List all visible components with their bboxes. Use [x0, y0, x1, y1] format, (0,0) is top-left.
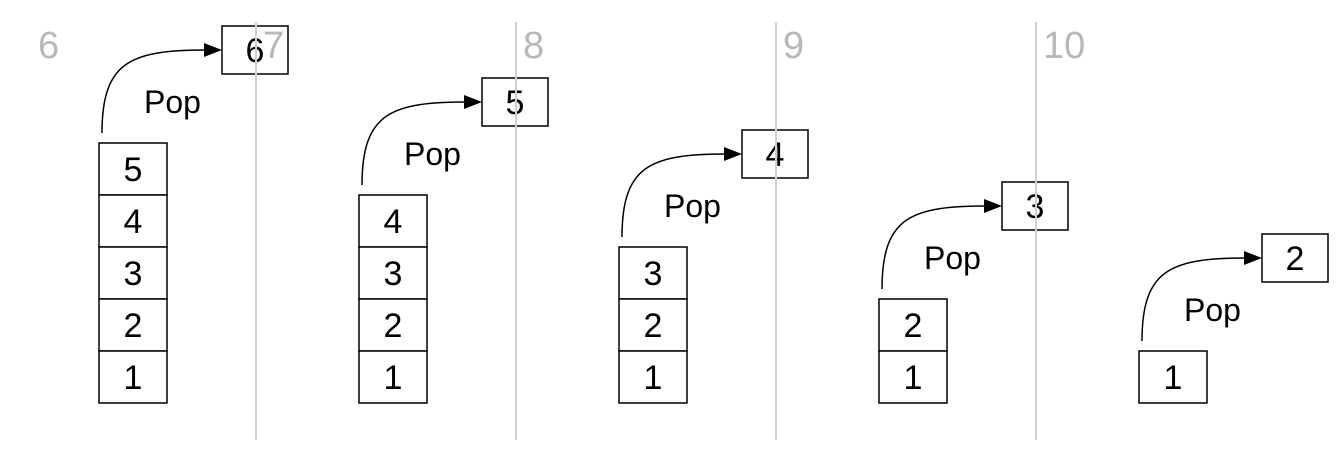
stack-cell [98, 142, 168, 196]
arrow-head-icon [724, 147, 742, 161]
stack-cell-value: 1 [124, 359, 143, 397]
stack-cell [358, 246, 428, 300]
pop-label: Pop [924, 240, 981, 276]
stack-cell-value: 2 [904, 307, 923, 345]
pop-label: Pop [404, 136, 461, 172]
step-number: 10 [1043, 25, 1085, 67]
stack-cell [358, 194, 428, 248]
pop-arrow [881, 205, 989, 290]
step-number: 7 [263, 25, 284, 67]
panel-step-7: 743215Pop [255, 22, 549, 440]
pop-arrow [621, 153, 729, 238]
stack-cell-value: 1 [384, 359, 403, 397]
pop-label: Pop [1184, 292, 1241, 328]
stack-cell-value: 2 [124, 307, 143, 345]
stack-cell [1138, 350, 1208, 404]
step-number: 8 [523, 25, 544, 67]
stack-cell [98, 298, 168, 352]
pop-label: Pop [144, 84, 201, 120]
stack-cell-value: 1 [644, 359, 663, 397]
step-number: 9 [783, 25, 804, 67]
pop-arrow [361, 101, 469, 186]
stack-cell-value: 2 [644, 307, 663, 345]
arrow-head-icon [1244, 251, 1262, 265]
stack-cell-value: 1 [904, 359, 923, 397]
step-number: 6 [38, 25, 59, 67]
stack-cell-value: 1 [1164, 359, 1183, 397]
stack-cell [358, 350, 428, 404]
pop-arrow [101, 49, 209, 134]
panel-step-9: 9213Pop [775, 22, 1069, 440]
stack-cell-value: 3 [644, 255, 663, 293]
arrow-head-icon [204, 43, 222, 57]
stack-cell [358, 298, 428, 352]
popped-value-box [1261, 233, 1329, 283]
stack-cell-value: 4 [124, 203, 143, 241]
panel-step-6: 6543216Pop [38, 25, 289, 404]
stack-cell [618, 298, 688, 352]
popped-value: 2 [1286, 240, 1305, 278]
stack-cell-value: 5 [124, 151, 143, 189]
stack-cell [618, 350, 688, 404]
stack-cell-value: 2 [384, 307, 403, 345]
arrow-head-icon [984, 199, 1002, 213]
panel-step-8: 83214Pop [515, 22, 809, 440]
stack-cell-value: 3 [384, 255, 403, 293]
arrow-head-icon [464, 95, 482, 109]
pop-label: Pop [664, 188, 721, 224]
stack-cell [618, 246, 688, 300]
stack-cell [98, 194, 168, 248]
stack-cell [98, 350, 168, 404]
stack-cell-value: 3 [124, 255, 143, 293]
pop-arrow [1141, 257, 1249, 342]
stack-cell [878, 350, 948, 404]
stack-cell-value: 4 [384, 203, 403, 241]
stack-cell [878, 298, 948, 352]
